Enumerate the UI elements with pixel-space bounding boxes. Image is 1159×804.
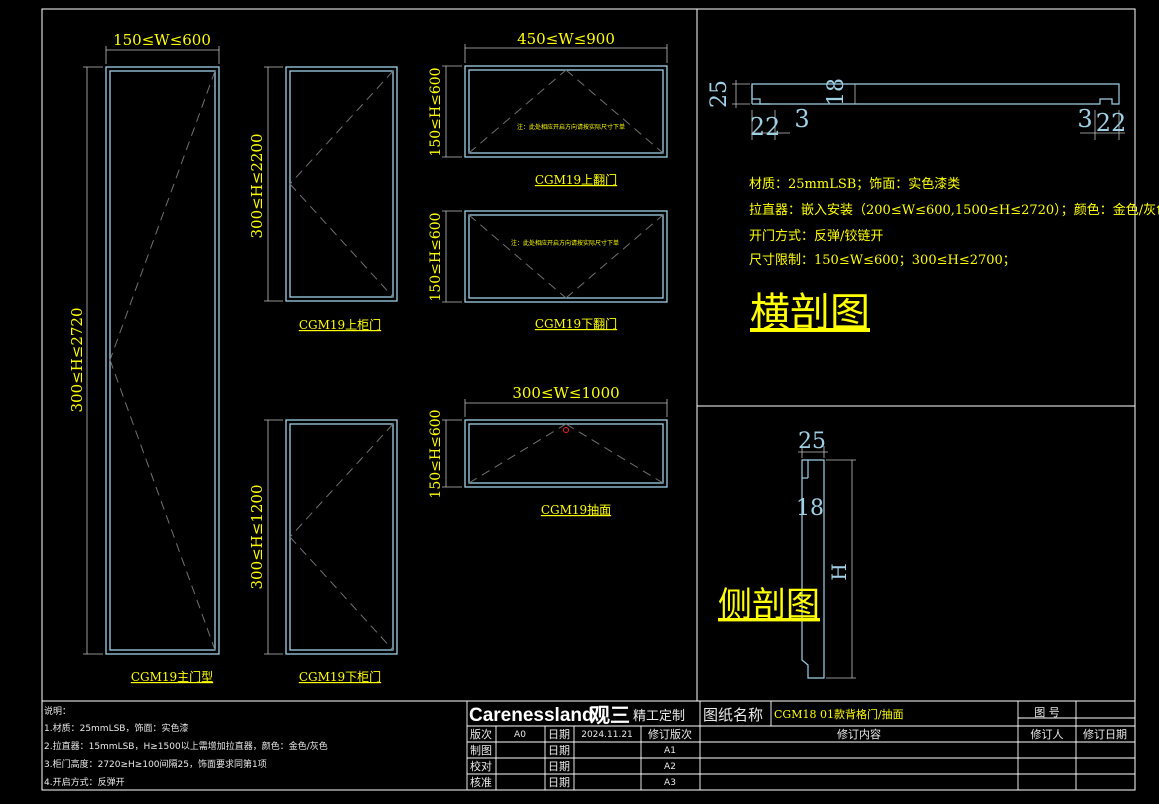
main-door: 150≤W≤600 300≤H≤2720 CGM19主门型 — [68, 31, 220, 684]
date-value: 2024.11.21 — [581, 730, 633, 740]
brand-subtitle: 精工定制 — [633, 709, 685, 724]
cross-dim-25: 25 — [707, 80, 732, 108]
reviser-label: 修订人 — [1031, 727, 1064, 741]
upper-cabinet-height-label: 300≤H≤2200 — [248, 133, 266, 238]
check-label: 校对 — [470, 759, 492, 773]
date-label-3: 日期 — [548, 760, 570, 773]
drawer-height-label: 150≤H≤600 — [428, 409, 444, 498]
side-dim-18: 18 — [796, 496, 824, 521]
main-door-height-label: 300≤H≤2720 — [68, 307, 86, 412]
main-door-width-label: 150≤W≤600 — [113, 31, 211, 49]
upper-flip-door: 450≤W≤900 150≤H≤600 注：此处相应开启方向请按实际尺寸下单 C… — [428, 30, 668, 187]
upper-flip-caption: CGM19上翻门 — [535, 172, 617, 187]
upper-cabinet-caption: CGM19上柜门 — [299, 317, 381, 332]
title-block: Carenessland 观三 精工定制 图纸名称 CGM18 01款背格门/抽… — [466, 701, 1135, 790]
drawing-name-value: CGM18 01款背格门/抽面 — [774, 707, 904, 721]
drawer-caption: CGM19抽面 — [541, 503, 611, 517]
date-label-4: 日期 — [548, 776, 570, 789]
version-value: A0 — [514, 730, 526, 740]
cross-dim-18: 18 — [824, 78, 849, 106]
cross-dim-3-right: 3 — [1077, 105, 1092, 133]
notes-heading: 说明： — [44, 705, 71, 717]
side-dim-h: H — [827, 563, 851, 580]
upper-flip-width-label: 450≤W≤900 — [517, 30, 615, 48]
date-label-1: 日期 — [548, 728, 570, 741]
cross-dim-3-left: 3 — [794, 105, 809, 133]
rev-a3: A3 — [664, 778, 676, 788]
figure-no-label: 图 号 — [1034, 706, 1060, 719]
notes-line-2: 2.拉直器：15mmLSB，H≥1500以上需增加拉直器，颜色：金色/灰色 — [44, 740, 328, 752]
lower-flip-note: 注：此处相应开启方向请按实际尺寸下单 — [511, 239, 619, 247]
lower-cabinet-caption: CGM19下柜门 — [299, 669, 381, 684]
upper-cabinet-door: 300≤H≤2200 CGM19上柜门 — [248, 66, 398, 332]
lower-flip-caption: CGM19下翻门 — [535, 316, 617, 331]
drawer-face: 300≤W≤1000 150≤H≤600 CGM19抽面 — [428, 384, 668, 517]
handle-marker — [563, 427, 569, 433]
rev-content-label: 修订内容 — [837, 727, 881, 741]
notes-line-4: 4.开启方式：反弹开 — [44, 776, 125, 788]
drawing-frame — [41, 8, 1136, 791]
cross-dim-22-left: 22 — [750, 113, 781, 141]
cross-section-view: 25 18 22 3 3 22 材质：25mmLSB；饰面：实色漆类 拉直器：嵌… — [707, 78, 1159, 336]
drawing-name-label: 图纸名称 — [703, 706, 763, 724]
lower-cabinet-door: 300≤H≤1200 CGM19下柜门 — [248, 419, 398, 684]
lower-cabinet-height-label: 300≤H≤1200 — [248, 484, 266, 589]
rev-version-label: 修订版次 — [648, 727, 692, 741]
spec-material: 材质：25mmLSB；饰面：实色漆类 — [749, 176, 960, 192]
main-door-caption: CGM19主门型 — [131, 669, 213, 684]
upper-flip-note: 注：此处相应开启方向请按实际尺寸下单 — [517, 123, 625, 131]
rev-a1: A1 — [664, 746, 676, 756]
cross-section-title: 横剖图 — [750, 290, 870, 336]
rev-date-label: 修订日期 — [1083, 727, 1127, 741]
notes-line-1: 1.材质：25mmLSB，饰面：实色漆 — [44, 722, 188, 734]
drawer-width-label: 300≤W≤1000 — [512, 384, 619, 402]
brand-logo: Carenessland — [469, 705, 594, 726]
lower-flip-height-label: 150≤H≤600 — [428, 212, 444, 301]
version-label: 版次 — [470, 727, 492, 741]
side-dim-25: 25 — [798, 429, 826, 454]
cross-dim-22-right: 22 — [1096, 109, 1127, 137]
brand-logo-cn: 观三 — [590, 705, 630, 727]
lower-flip-door: 150≤H≤600 注：此处相应开启方向请按实际尺寸下单 CGM19下翻门 — [428, 210, 668, 331]
spec-opening: 开门方式：反弹/铰链开 — [749, 228, 883, 244]
side-section-title: 侧剖图 — [718, 585, 820, 625]
spec-size: 尺寸限制：150≤W≤600；300≤H≤2700； — [749, 253, 1016, 268]
rev-a2: A2 — [664, 762, 676, 772]
date-label-2: 日期 — [548, 744, 570, 757]
side-section-view: 25 18 H 侧剖图 — [718, 429, 856, 679]
draw-label: 制图 — [470, 744, 492, 757]
approve-label: 核准 — [470, 775, 492, 789]
upper-flip-height-label: 150≤H≤600 — [428, 67, 444, 156]
notes-line-3: 3.柜门高度：2720≥H≥100间隔25，饰面要求同第1项 — [44, 758, 267, 770]
spec-straightener: 拉直器：嵌入安装（200≤W≤600,1500≤H≤2720）；颜色：金色/灰色 — [749, 202, 1159, 218]
notes-block: 说明： 1.材质：25mmLSB，饰面：实色漆 2.拉直器：15mmLSB，H≥… — [44, 705, 328, 788]
